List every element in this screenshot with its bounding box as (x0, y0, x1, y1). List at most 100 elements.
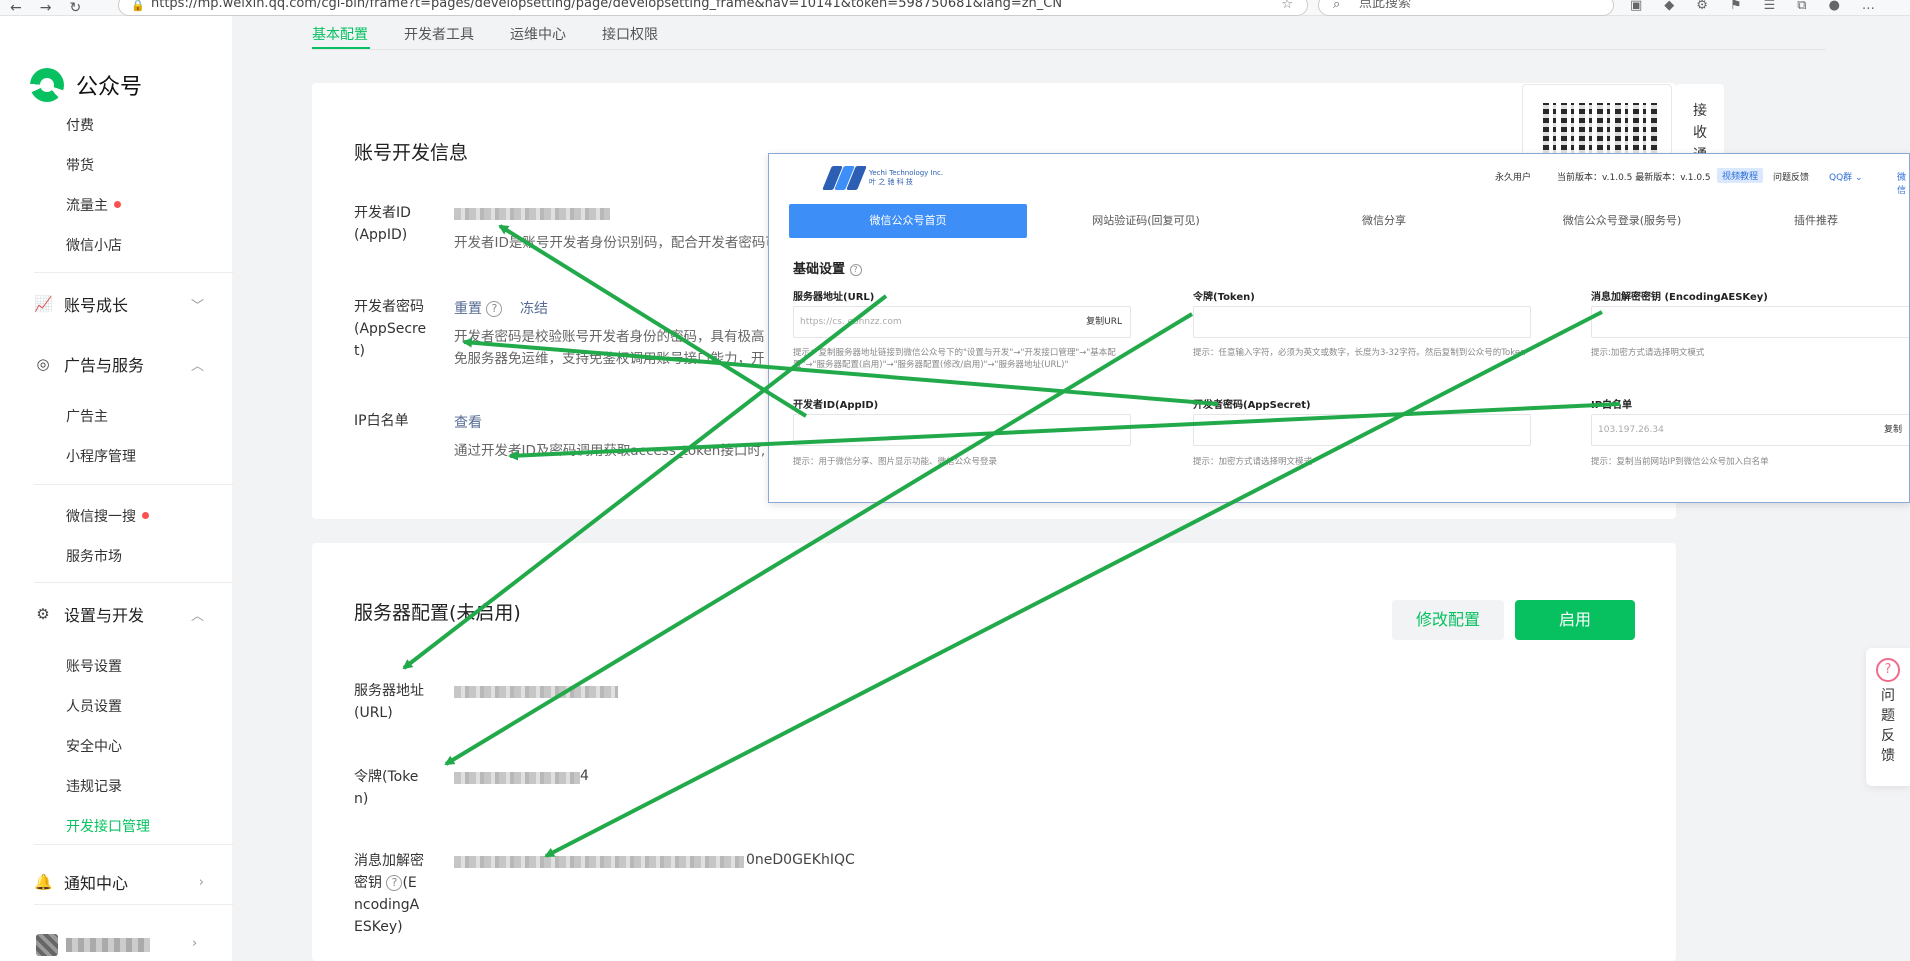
extension-icon[interactable]: ⧉ (1797, 0, 1807, 13)
sidebar-item-service-market[interactable]: 服务市场 (66, 549, 122, 565)
address-text: https://mp.weixin.qq.com/cgi-bin/frame?t… (151, 0, 1063, 11)
overlay-tabs: 微信公众号首页 网站验证码(回复可见) 微信分享 微信公众号登录(服务号) 插件… (789, 204, 1909, 238)
receive-notification-tile[interactable]: 接 收 通 (1676, 84, 1724, 163)
sidebar-group-notify[interactable]: 🔔 通知中心 › (34, 873, 204, 893)
account-name-redacted (66, 938, 150, 952)
chevron-right-icon[interactable]: › (192, 936, 198, 951)
tab-basic-config[interactable]: 基本配置 (312, 27, 368, 43)
feedback-widget[interactable]: ? 问 题 反 馈 (1866, 648, 1910, 786)
token-value-visible: 4 (580, 768, 589, 784)
overlay-secret-label: 开发者密码(AppSecret) (1193, 400, 1311, 411)
overlay-version: 当前版本：v.1.0.5 最新版本：v.1.0.5 (1557, 173, 1711, 183)
overlay-aes-label: 消息加解密密钥 (EncodingAESKey) (1591, 292, 1768, 303)
tab-divider (312, 49, 1826, 50)
overlay-tab-verify-code[interactable]: 网站验证码(回复可见) (1092, 214, 1200, 227)
copy-url-button[interactable]: 复制URL (1086, 317, 1122, 327)
address-bar[interactable]: 🔒 https://mp.weixin.qq.com/cgi-bin/frame… (118, 0, 1308, 16)
server-url-label: 服务器地址 (URL) (354, 683, 424, 721)
overlay-feedback-link[interactable]: 问题反馈 (1773, 173, 1810, 183)
account-dev-info-title: 账号开发信息 (354, 142, 469, 164)
overlay-token-input[interactable] (1193, 306, 1531, 338)
appid-label: 开发者ID (AppID) (354, 205, 411, 243)
extension-icon[interactable]: ⚑ (1729, 0, 1742, 13)
star-icon[interactable]: ☆ (1281, 0, 1293, 12)
reset-secret-link[interactable]: 重置 ? (454, 298, 503, 318)
edit-config-button[interactable]: 修改配置 (1392, 600, 1504, 640)
sidebar-item-account-settings[interactable]: 账号设置 (66, 659, 122, 675)
sidebar-item-miniprogram[interactable]: 小程序管理 (66, 449, 136, 465)
extension-icon[interactable]: ☰ (1763, 0, 1776, 13)
chevron-up-icon: ︿ (190, 358, 204, 374)
sidebar-group-growth[interactable]: 📈 账号成长 ﹀ (34, 295, 204, 315)
sidebar-item-paid[interactable]: 付费 (66, 118, 94, 134)
sidebar-item-violations[interactable]: 违规记录 (66, 779, 122, 795)
notification-dot (114, 201, 121, 208)
overlay-tab-home[interactable]: 微信公众号首页 (789, 204, 1027, 238)
help-icon[interactable]: ? (386, 875, 403, 891)
appsecret-description-line2: 免服务器免运维，支持免鉴权调用账号接口能力，开 (454, 351, 765, 367)
enable-button[interactable]: 启用 (1515, 600, 1635, 640)
extension-icon[interactable]: ◆ (1664, 0, 1675, 13)
sidebar-item-shop[interactable]: 微信小店 (66, 238, 122, 254)
extension-icon[interactable]: ▣ (1630, 0, 1643, 13)
sidebar-item-member-settings[interactable]: 人员设置 (66, 699, 122, 715)
help-icon[interactable]: ? (849, 264, 862, 276)
qr-code-panel[interactable] (1522, 84, 1672, 156)
sidebar-item-goods[interactable]: 带货 (66, 158, 94, 174)
forward-icon[interactable]: → (39, 0, 52, 16)
more-icon[interactable]: … (1861, 0, 1875, 13)
overlay-secret-input[interactable] (1193, 414, 1531, 446)
tab-dev-tools[interactable]: 开发者工具 (404, 27, 474, 43)
lock-icon: 🔒 (131, 0, 145, 12)
ip-whitelist-description: 通过开发者ID及密码调用获取access_token接口时, (454, 443, 766, 459)
reload-icon[interactable]: ↻ (69, 0, 82, 16)
plugin-logo: Yechi Technology Inc. 叶 之 驰 科 技 (822, 166, 943, 190)
overlay-url-input[interactable]: https://cs. eohnzz.com 复制URL (793, 306, 1131, 338)
browser-toolbar: ← → ↻ 🔒 https://mp.weixin.qq.com/cgi-bin… (0, 0, 1910, 16)
sidebar-item-wechat-search[interactable]: 微信搜一搜 (66, 506, 149, 526)
tab-ops-center[interactable]: 运维中心 (510, 27, 566, 43)
overlay-tab-login[interactable]: 微信公众号登录(服务号) (1562, 214, 1682, 227)
sidebar-item-dev-api[interactable]: 开发接口管理 (66, 819, 150, 835)
sidebar-group-settings[interactable]: ⚙ 设置与开发 ︿ (34, 602, 204, 626)
view-ip-whitelist-link[interactable]: 查看 (454, 415, 482, 431)
avatar[interactable] (36, 934, 58, 956)
server-config-title: 服务器配置(未启用) (354, 602, 521, 624)
sidebar-item-security[interactable]: 安全中心 (66, 739, 122, 755)
divider (34, 582, 234, 583)
overlay-ip-label: IP白名单 (1591, 400, 1633, 411)
overlay-qq-group[interactable]: QQ群 ⌄ (1829, 173, 1863, 183)
overlay-tutorial-button[interactable]: 视频教程 (1717, 168, 1764, 183)
chevron-down-icon: ﹀ (190, 298, 204, 314)
copy-ip-button[interactable]: 复制 (1883, 425, 1902, 435)
overlay-user-type: 永久用户 (1495, 173, 1532, 183)
sidebar-group-ads[interactable]: ◎ 广告与服务 ︿ (34, 352, 204, 376)
overlay-appid-input[interactable] (793, 414, 1131, 446)
overlay-ip-input[interactable]: 103.197.26.34 复制 (1591, 414, 1909, 446)
overlay-tab-plugins[interactable]: 插件推荐 (1794, 214, 1838, 227)
profile-icon[interactable]: ● (1828, 0, 1840, 13)
overlay-ip-tip: 提示：复制当前网站IP到微信公众号加入白名单 (1591, 457, 1769, 467)
aes-key-label: 消息加解密 密钥 ?(E ncodingA ESKey) (354, 853, 424, 935)
tab-api-permissions[interactable]: 接口权限 (602, 27, 658, 43)
token-value-redacted (454, 772, 580, 784)
search-icon: ⌕ (1333, 0, 1341, 12)
freeze-secret-link[interactable]: 冻结 (520, 301, 548, 317)
brand[interactable]: 公众号 (30, 68, 142, 102)
back-icon[interactable]: ← (10, 0, 22, 16)
bell-icon: 🔔 (34, 873, 53, 891)
overlay-aes-input[interactable] (1591, 306, 1909, 338)
extension-icon[interactable]: ⚙ (1696, 0, 1708, 13)
overlay-appid-tip: 提示：用于微信分享、图片显示功能、微信公众号登录 (793, 457, 998, 467)
gear-icon: ⚙ (36, 605, 50, 623)
help-icon[interactable]: ? (486, 301, 503, 317)
chevron-up-icon: ︿ (190, 608, 204, 624)
aes-key-value-redacted (454, 856, 744, 868)
overlay-url-tip-2: 置"→"服务器配置(启用)"→"服务器配置(修改/启用)"→"服务器地址(URL… (793, 360, 1069, 370)
overlay-wechat[interactable]: 微信 (1897, 173, 1907, 196)
brand-name: 公众号 (76, 75, 143, 100)
browser-search-input[interactable]: ⌕ 点此搜索 (1318, 0, 1614, 16)
sidebar-item-advertiser[interactable]: 广告主 (66, 409, 108, 425)
sidebar-item-traffic[interactable]: 流量主 (66, 195, 121, 215)
overlay-tab-share[interactable]: 微信分享 (1362, 214, 1406, 227)
